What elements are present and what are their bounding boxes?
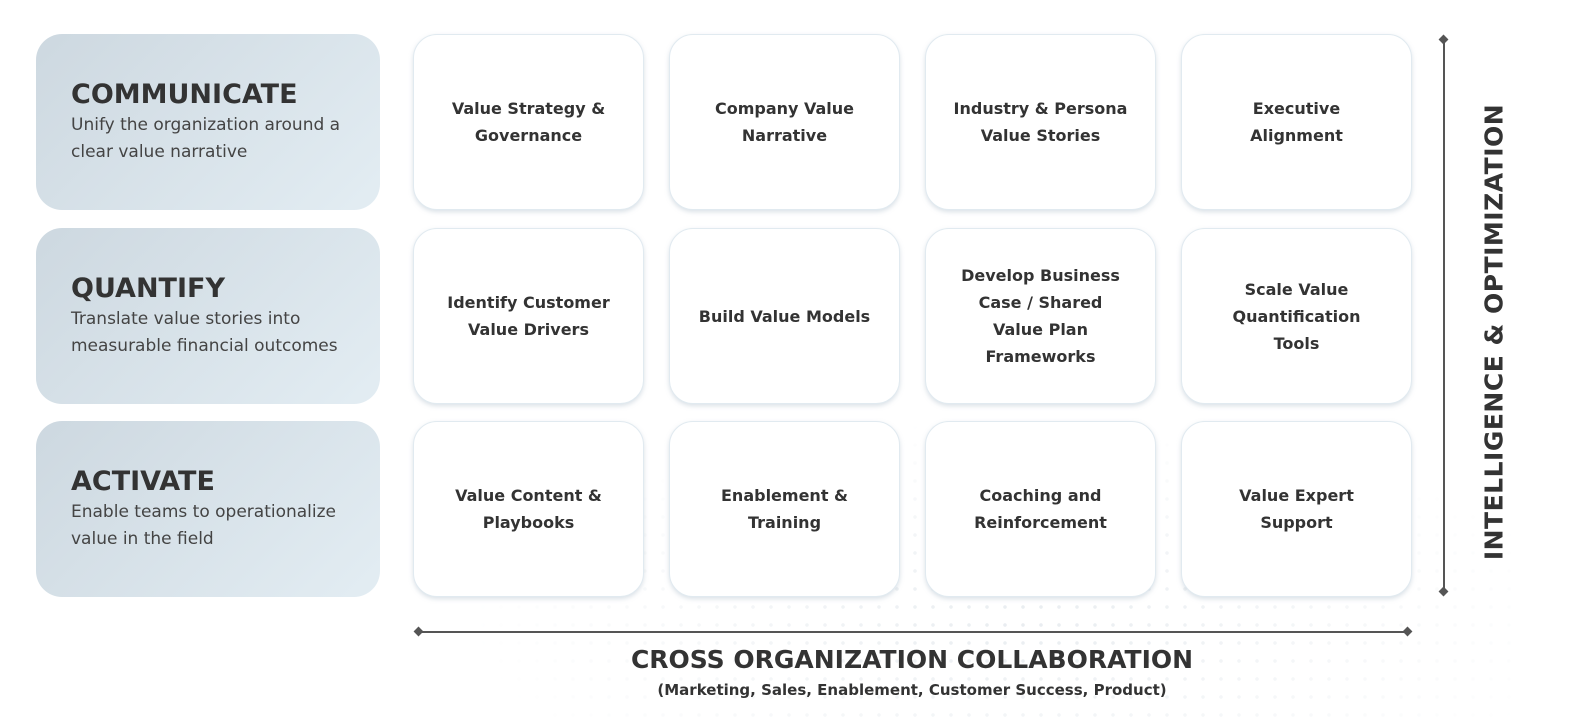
capability-card: Company Value Narrative xyxy=(669,34,900,210)
horizontal-axis-label: CROSS ORGANIZATION COLLABORATION xyxy=(630,645,1194,674)
horizontal-axis-line xyxy=(418,631,1408,633)
horizontal-axis-sublabel: (Marketing, Sales, Enablement, Customer … xyxy=(657,681,1167,699)
capability-card: Executive Alignment xyxy=(1181,34,1412,210)
card-label: Industry & Persona Value Stories xyxy=(953,99,1128,145)
stage-title: QUANTIFY xyxy=(71,273,225,304)
stage-description: Translate value stories into measurable … xyxy=(71,309,338,356)
capability-card: Build Value Models xyxy=(669,228,900,404)
capability-card: Value Content & Playbooks xyxy=(413,421,644,597)
card-label: Value Content & Playbooks xyxy=(455,486,602,532)
card-label: Identify Customer Value Drivers xyxy=(447,293,610,339)
card-label: Build Value Models xyxy=(698,306,871,326)
capability-card: Value Strategy & Governance xyxy=(413,34,644,210)
capability-card: Develop Business Case / Shared Value Pla… xyxy=(925,228,1156,404)
diamond-endpoint-icon xyxy=(1438,34,1449,45)
card-label: Develop Business Case / Shared Value Pla… xyxy=(961,266,1120,366)
stage-quantify: QUANTIFY Translate value stories into me… xyxy=(36,228,380,404)
capability-card: Value Expert Support xyxy=(1181,421,1412,597)
stage-communicate: COMMUNICATE Unify the organization aroun… xyxy=(36,34,380,210)
card-label: Company Value Narrative xyxy=(714,99,855,145)
stage-title: COMMUNICATE xyxy=(71,79,298,110)
card-label: Coaching and Reinforcement xyxy=(974,486,1107,532)
card-label: Value Expert Support xyxy=(1239,486,1354,532)
capability-card: Scale Value Quantification Tools xyxy=(1181,228,1412,404)
vertical-axis-line xyxy=(1443,40,1445,592)
stage-title: ACTIVATE xyxy=(71,466,215,497)
capability-card: Enablement & Training xyxy=(669,421,900,597)
capability-card: Coaching and Reinforcement xyxy=(925,421,1156,597)
capability-card: Identify Customer Value Drivers xyxy=(413,228,644,404)
stage-description: Unify the organization around a clear va… xyxy=(71,115,341,162)
capability-card: Industry & Persona Value Stories xyxy=(925,34,1156,210)
card-label: Value Strategy & Governance xyxy=(451,99,606,145)
stage-activate: ACTIVATE Enable teams to operationalize … xyxy=(36,421,380,597)
card-label: Enablement & Training xyxy=(721,486,848,532)
card-label: Executive Alignment xyxy=(1250,99,1343,145)
stage-description: Enable teams to operationalize value in … xyxy=(71,502,337,549)
vertical-axis-label: INTELLIGENCE & OPTIMIZATION xyxy=(1479,103,1509,561)
card-label: Scale Value Quantification Tools xyxy=(1232,279,1361,353)
